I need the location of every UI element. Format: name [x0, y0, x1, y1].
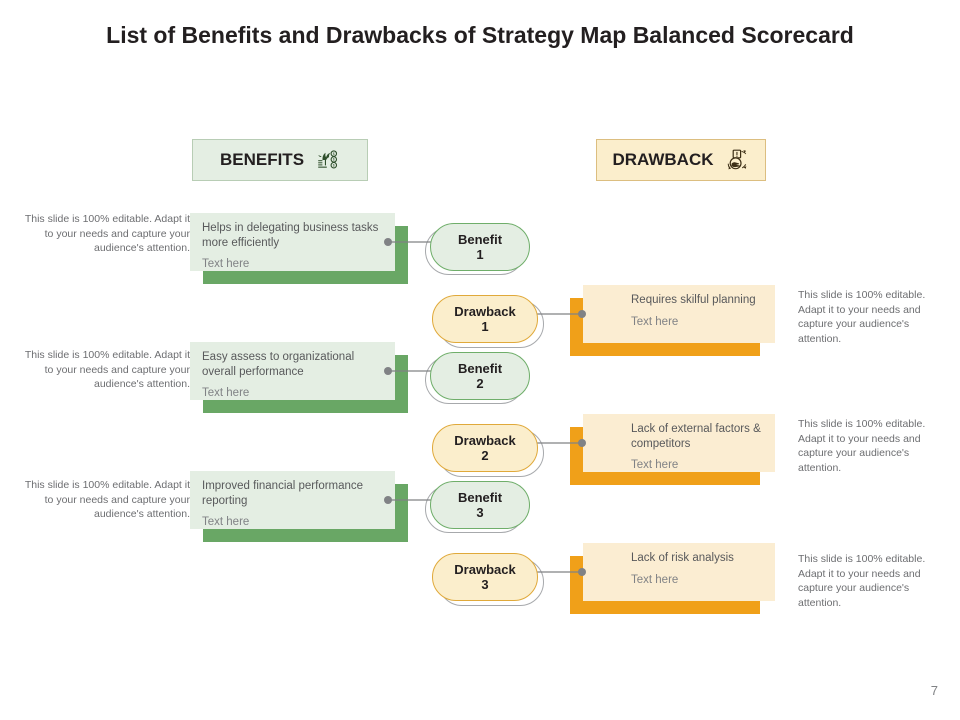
connector-benefit-3	[384, 496, 436, 504]
card-face: Helps in delegating business tasks more …	[190, 213, 395, 271]
benefit-card-title-1: Helps in delegating business tasks more …	[202, 222, 379, 249]
card-face: Lack of risk analysis Text here	[583, 543, 775, 601]
benefit-card-title-2: Easy assess to organizational overall pe…	[202, 351, 355, 378]
svg-text:$: $	[333, 158, 335, 162]
connector-drawback-2	[534, 439, 586, 447]
drawback-description-3: This slide is 100% editable. Adapt it to…	[798, 553, 926, 609]
connector-drawback-3	[534, 568, 586, 576]
svg-text:$: $	[333, 164, 335, 168]
plant-growth-coins-icon: $ $ $	[314, 147, 340, 173]
benefit-card-title-3: Improved financial performance reporting	[202, 480, 364, 507]
benefit-description-2: This slide is 100% editable. Adapt it to…	[24, 349, 190, 390]
drawback-pill-label-2: Drawback	[454, 433, 516, 448]
connector-drawback-1	[534, 310, 586, 318]
hand-warning-risk-icon	[724, 147, 750, 173]
drawback-card-sub-1: Text here	[631, 315, 679, 328]
drawback-pill-label-3: Drawback	[454, 562, 516, 577]
card-face: Requires skilful planning Text here	[583, 285, 775, 343]
benefit-pill-number-1: 1	[476, 247, 484, 262]
benefits-header-label: BENEFITS	[219, 150, 305, 169]
drawback-pill-number-3: 3	[481, 577, 489, 592]
drawback-card-title-2: Lack of external factors & competitors	[631, 423, 761, 450]
drawback-card-sub-2: Text here	[631, 459, 679, 471]
drawback-pill-1[interactable]: Drawback 1	[432, 295, 538, 343]
page-number: 7	[930, 683, 938, 698]
card-face: Lack of external factors & competitors T…	[583, 414, 775, 472]
benefit-pill-number-3: 3	[476, 505, 484, 520]
card-face: Easy assess to organizational overall pe…	[190, 342, 395, 400]
drawback-card-sub-3: Text here	[631, 573, 679, 586]
benefit-pill-number-2: 2	[476, 376, 484, 391]
benefit-pill-2[interactable]: Benefit 2	[430, 352, 530, 400]
svg-text:$: $	[333, 152, 335, 156]
benefit-pill-label-3: Benefit	[457, 490, 503, 505]
benefit-description-3: This slide is 100% editable. Adapt it to…	[24, 479, 190, 520]
drawback-pill-2[interactable]: Drawback 2	[432, 424, 538, 472]
benefit-pill-3[interactable]: Benefit 3	[430, 481, 530, 529]
page-title: List of Benefits and Drawbacks of Strate…	[106, 22, 854, 48]
drawback-header-label: DRAWBACK	[612, 150, 714, 169]
benefit-pill-label-1: Benefit	[457, 232, 503, 247]
benefit-card-sub-3: Text here	[202, 516, 250, 528]
benefit-description-1: This slide is 100% editable. Adapt it to…	[24, 213, 190, 254]
drawback-card-title-1: Requires skilful planning	[631, 294, 756, 306]
benefit-pill-1[interactable]: Benefit 1	[430, 223, 530, 271]
benefits-header-badge[interactable]: BENEFITS $ $ $	[192, 139, 368, 181]
drawback-pill-number-1: 1	[481, 319, 489, 334]
benefit-card-sub-1: Text here	[202, 258, 250, 270]
benefit-pill-label-2: Benefit	[457, 361, 503, 376]
drawback-header-badge[interactable]: DRAWBACK	[596, 139, 766, 181]
drawback-description-1: This slide is 100% editable. Adapt it to…	[798, 289, 926, 345]
drawback-pill-label-1: Drawback	[454, 304, 516, 319]
drawback-pill-3[interactable]: Drawback 3	[432, 553, 538, 601]
drawback-card-title-3: Lack of risk analysis	[631, 552, 734, 564]
card-face: Improved financial performance reporting…	[190, 471, 395, 529]
drawback-pill-number-2: 2	[481, 448, 489, 463]
benefit-card-sub-2: Text here	[202, 387, 250, 399]
connector-benefit-2	[384, 367, 436, 375]
drawback-description-2: This slide is 100% editable. Adapt it to…	[798, 418, 926, 474]
connector-benefit-1	[384, 238, 436, 246]
